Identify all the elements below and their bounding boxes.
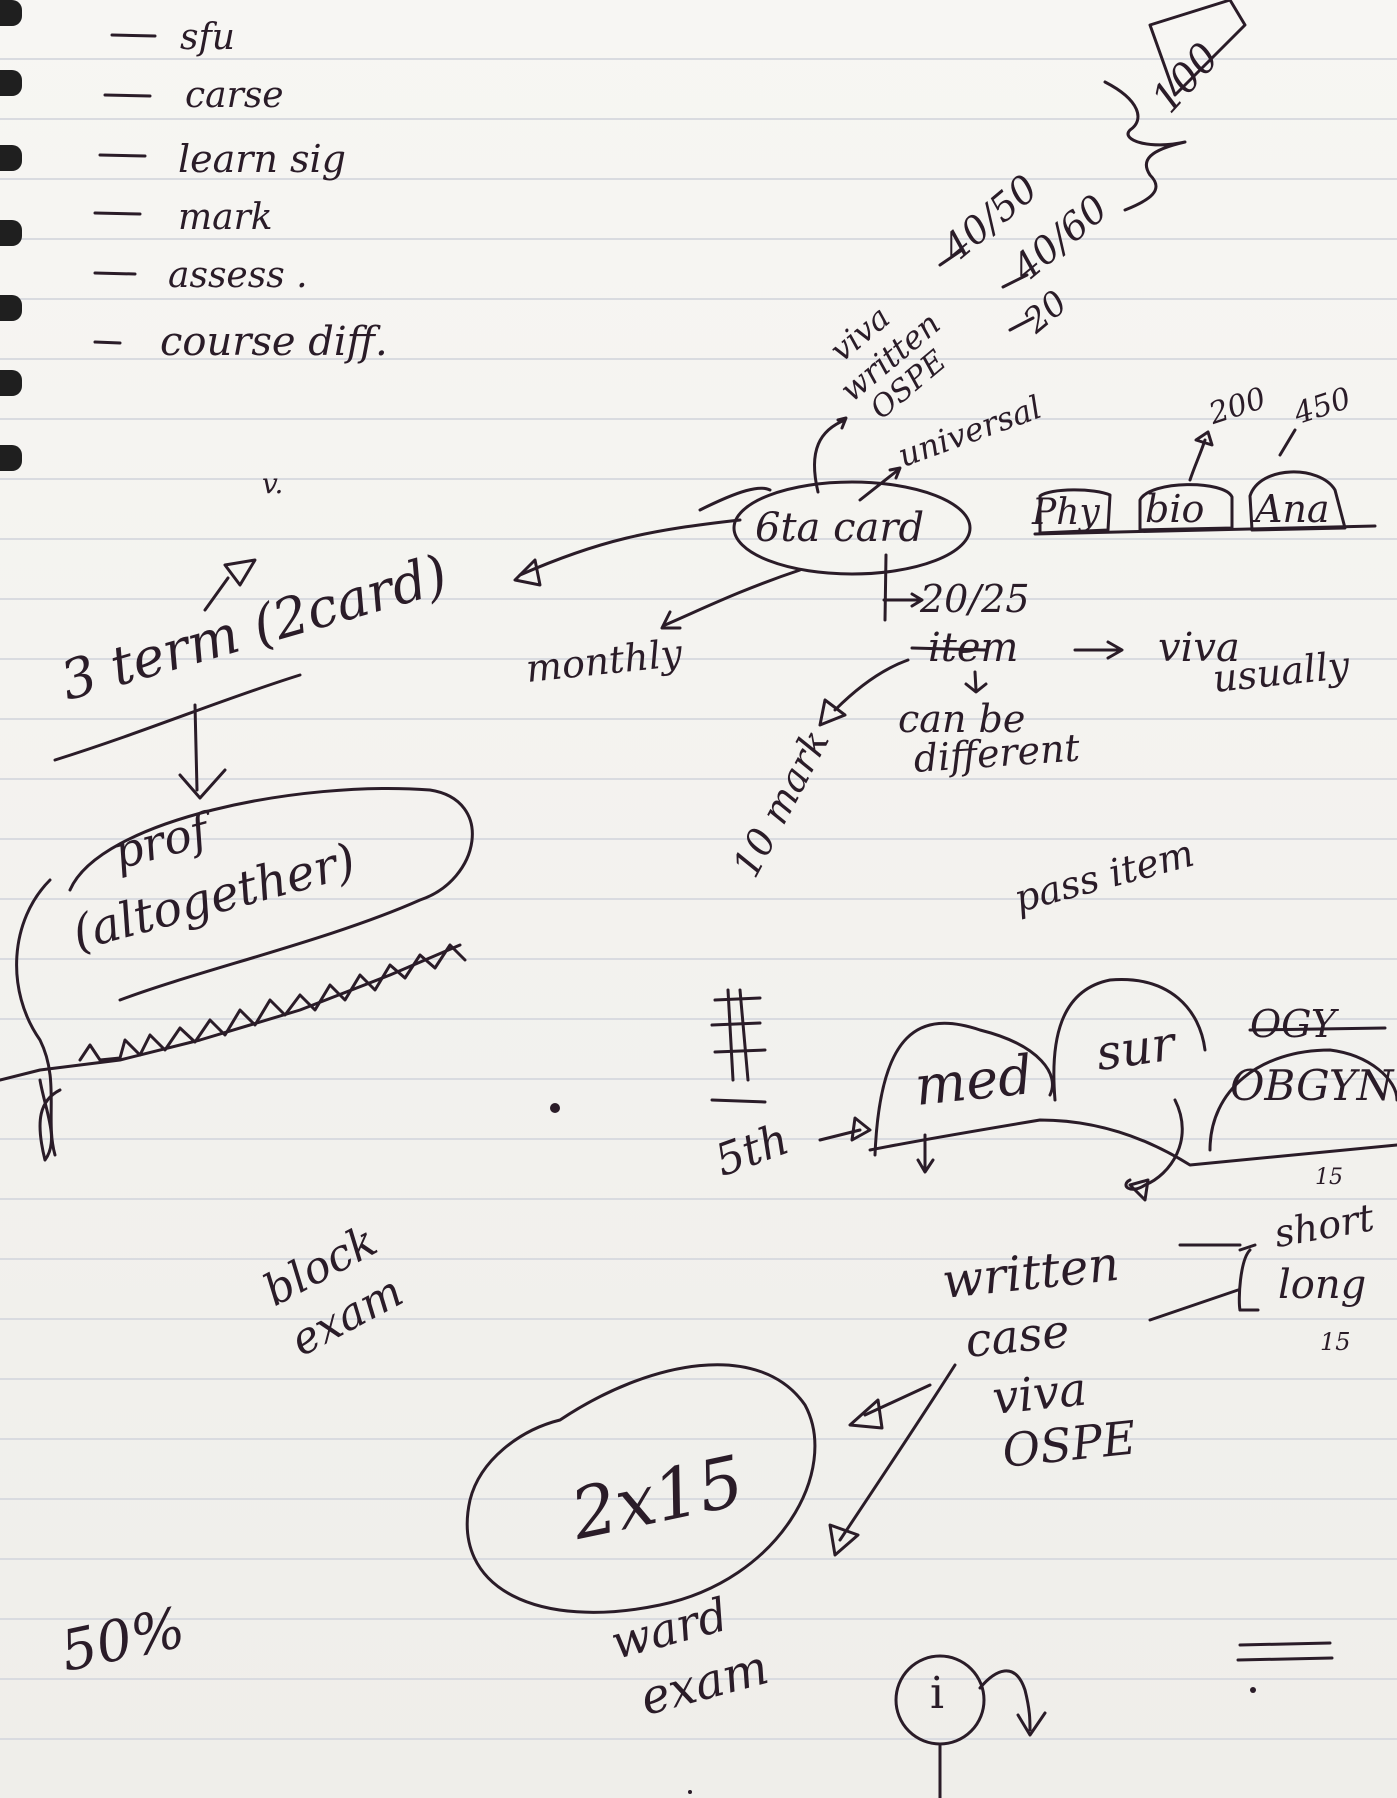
long-marks: 15 xyxy=(1320,1328,1351,1356)
obgyn-box xyxy=(1208,1048,1397,1152)
spiral-ring xyxy=(0,145,22,171)
can-be-label: can be xyxy=(898,697,1026,741)
tick-mark: v. xyxy=(262,467,284,500)
card-label: 6ta card xyxy=(755,505,925,551)
ward-ellipse xyxy=(465,1363,817,1614)
spiral-ring xyxy=(0,0,22,26)
item-viva: viva xyxy=(1158,625,1240,671)
different-label: different xyxy=(912,725,1082,781)
list-dash xyxy=(93,271,137,276)
list-dash xyxy=(93,211,142,216)
short-marks: 15 xyxy=(1315,1165,1343,1190)
item-label: item xyxy=(928,625,1019,671)
card-ellipse xyxy=(732,480,972,576)
spiral-ring xyxy=(0,370,22,396)
list-item: assess . xyxy=(168,255,308,296)
list-item: sfu xyxy=(180,17,235,58)
list-item: course diff. xyxy=(160,319,388,365)
subject-label: Ana xyxy=(1255,487,1330,531)
curly-brace xyxy=(1103,80,1187,212)
ospe-label: OSPE xyxy=(999,1410,1139,1478)
info-icon: i xyxy=(930,1668,945,1719)
spiral-ring xyxy=(0,220,22,246)
spiral-ring xyxy=(0,445,22,471)
subject-label: bio xyxy=(1145,487,1205,531)
score-box xyxy=(1148,0,1247,97)
subject-box xyxy=(1248,470,1347,532)
rotation-label: OBGYN xyxy=(1230,1061,1394,1110)
long-label: long xyxy=(1278,1262,1367,1308)
list-dash xyxy=(110,33,157,38)
subject-box xyxy=(1138,483,1234,532)
list-item: carse xyxy=(185,75,284,116)
spiral-ring xyxy=(0,70,22,96)
rotation-label: sur xyxy=(1092,1015,1179,1082)
ratio-label: 20/25 xyxy=(920,577,1030,621)
med-box xyxy=(873,1021,1054,1157)
list-dash xyxy=(98,153,147,158)
subject-box xyxy=(1038,488,1112,535)
prof-ellipse xyxy=(68,786,474,1002)
case-label: case xyxy=(962,1303,1072,1368)
crossed-word: OGY xyxy=(1250,1002,1336,1046)
sur-box xyxy=(1052,978,1207,1102)
list-dash xyxy=(93,340,122,345)
spiral-ring xyxy=(0,295,22,321)
list-item: learn sig xyxy=(178,137,346,181)
rotation-label: med xyxy=(911,1043,1036,1118)
viva-label: viva xyxy=(989,1361,1090,1425)
list-dash xyxy=(103,93,152,98)
list-item: mark xyxy=(178,197,273,238)
subject-label: Phy xyxy=(1032,492,1100,533)
info-circle xyxy=(894,1654,986,1746)
